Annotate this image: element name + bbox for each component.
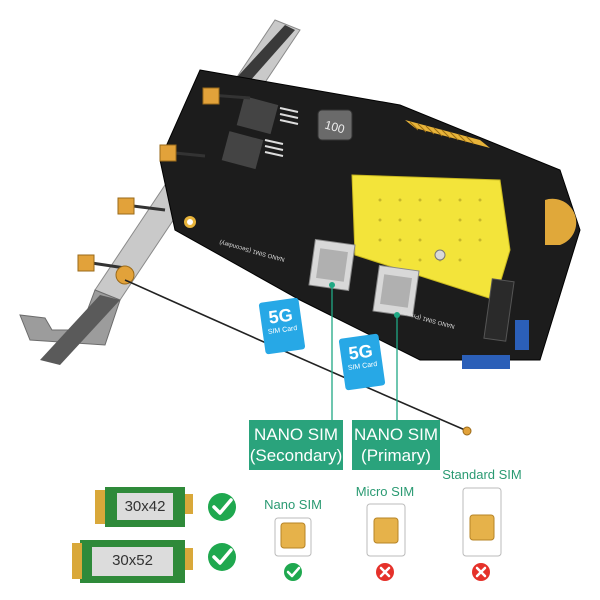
module-screw — [434, 249, 446, 261]
label-primary-slot: NANO SIM (Primary) — [352, 420, 440, 470]
power-chip-2 — [221, 131, 264, 170]
pigtail-cable — [124, 279, 466, 431]
chip-pins — [264, 107, 299, 157]
ufl-connector — [462, 426, 472, 436]
standard-sim-illustration — [462, 487, 502, 557]
label-line-2: (Secondary) — [249, 446, 343, 465]
pcie-gold-fingers — [405, 120, 490, 148]
label-line-1: NANO SIM — [253, 425, 339, 444]
pcb-board: 100 NANO SIM1 (Secondary) NANO SIM1 (Pri… — [159, 69, 581, 369]
sim-card-5g-secondary: 5G SIM Card — [258, 297, 306, 355]
check-icon — [208, 543, 236, 571]
micro-sim-illustration — [366, 503, 406, 557]
antenna-connectors — [77, 87, 251, 285]
label-line-2: (Primary) — [361, 446, 431, 465]
check-icon — [284, 563, 302, 581]
module-size-label: 30x42 — [124, 498, 166, 515]
inductor: 100 — [317, 109, 353, 141]
cross-icon — [472, 563, 490, 581]
usb-header — [462, 355, 510, 369]
sim-slot-primary — [372, 264, 420, 318]
module-card-1 — [95, 487, 193, 527]
sim-slot-secondary — [308, 238, 356, 292]
sim-card-5g-primary: 5G SIM Card — [338, 333, 386, 391]
label-secondary-slot: NANO SIM (Secondary) — [249, 420, 343, 470]
power-chip-1 — [236, 96, 279, 135]
nano-sim-illustration — [274, 517, 312, 557]
cross-icon — [376, 563, 394, 581]
svg-text:100: 100 — [323, 118, 346, 137]
label-line-1: NANO SIM — [353, 425, 439, 444]
module-card-2 — [72, 540, 193, 583]
sim-type-nano: Nano SIM — [264, 497, 322, 512]
module-size-label: 30x52 — [112, 552, 153, 569]
sim-type-standard: Standard SIM — [442, 467, 522, 482]
pin-header — [483, 278, 515, 342]
sim-type-micro: Micro SIM — [355, 484, 415, 499]
module-slot-area — [351, 174, 511, 301]
coin-battery — [545, 198, 577, 245]
check-icon — [208, 493, 236, 521]
